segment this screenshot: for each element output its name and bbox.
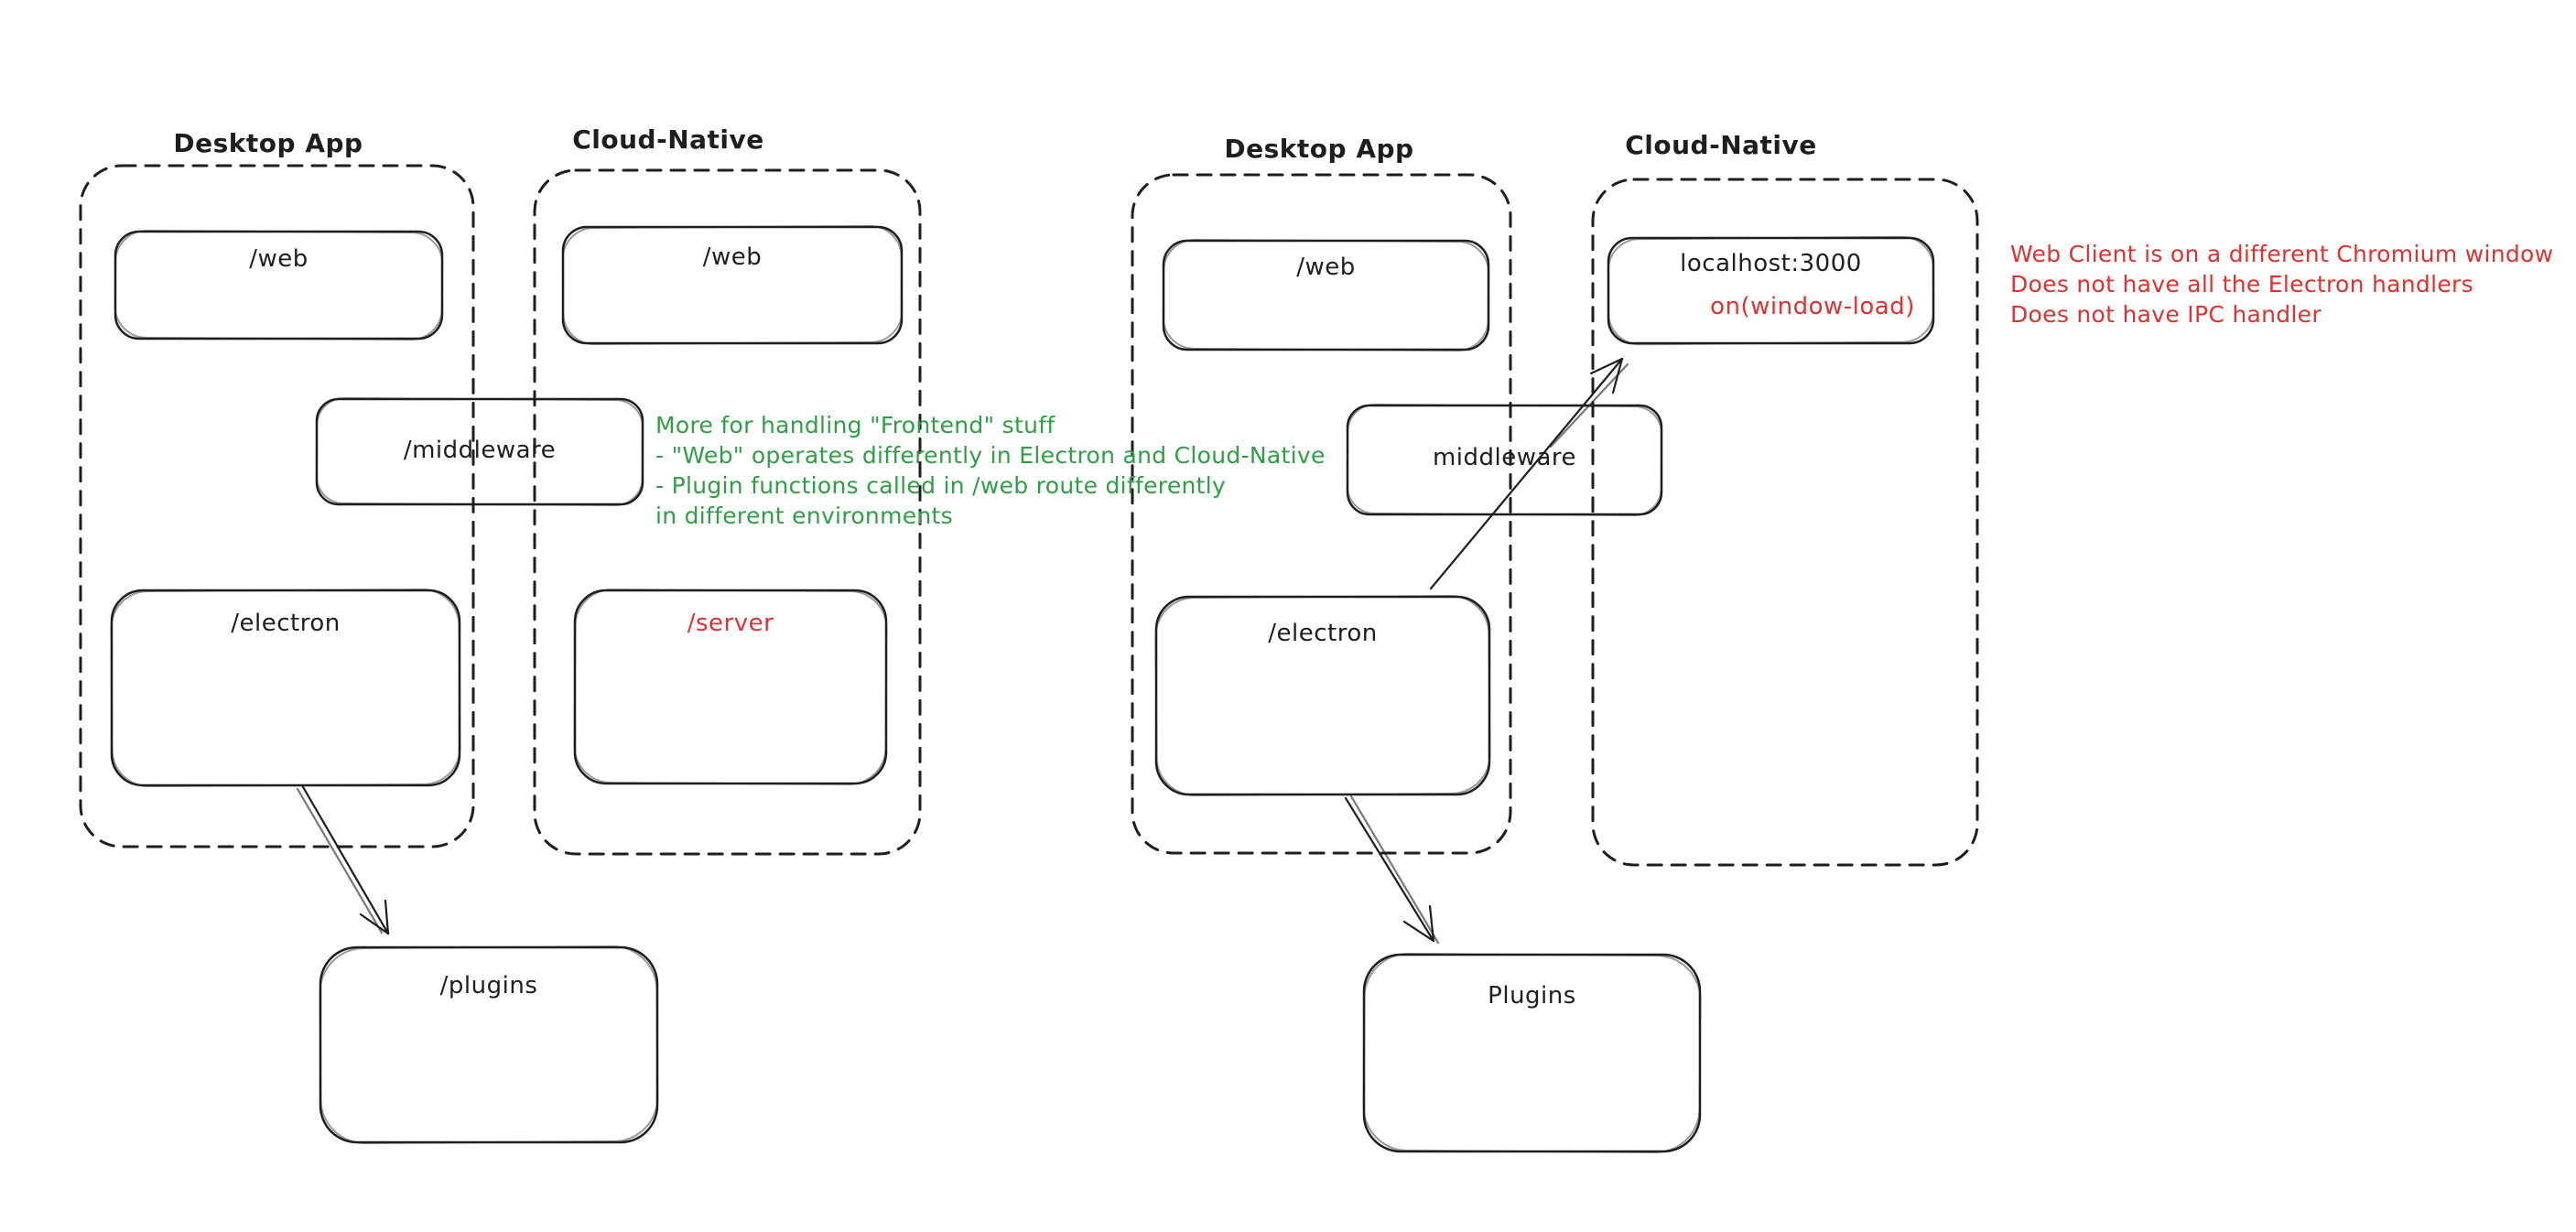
label-middleware-right: middleware [1432,444,1577,471]
box-middleware-left-echo [315,396,644,507]
box-server-left-echo [573,589,888,785]
container-desktop-app-right [1131,173,1512,855]
box-electron-right [1154,595,1491,796]
red-annotation: Web Client is on a different Chromium wi… [2010,239,2553,330]
container-cloud-native-left [533,168,922,856]
box-middleware-left [315,397,644,506]
box-electron-right-echo [1154,595,1491,796]
green-annotation: More for handling "Frontend" stuff - "We… [655,410,1326,531]
container-title-desktop-left: Desktop App [173,128,363,158]
box-plugins-left [319,946,659,1144]
label-electron-left: /electron [231,610,341,637]
container-title-desktop-right: Desktop App [1224,134,1414,164]
box-middleware-right-echo [1346,404,1663,516]
label-localhost-3000: localhost:3000 [1680,250,1862,277]
label-on-window-load: on(window-load) [1710,293,1915,320]
box-plugins-left-echo [319,946,659,1144]
label-web-desktop-left: /web [249,245,308,273]
box-server-left [573,589,888,785]
label-electron-right: /electron [1268,620,1378,647]
box-plugins-right [1362,953,1702,1153]
green-annotation-line-4: in different environments [655,503,953,529]
box-web-cloud-left-echo [561,224,904,346]
red-annotation-line-3: Does not have IPC handler [2010,301,2322,328]
box-web-desktop-left-echo [114,229,444,341]
container-title-cloud-right: Cloud-Native [1625,130,1817,160]
red-annotation-line-1: Web Client is on a different Chromium wi… [2010,241,2554,267]
green-annotation-line-3: - Plugin functions called in /web route … [655,472,1227,499]
box-plugins-right-echo [1362,953,1702,1153]
label-plugins-right: Plugins [1488,982,1576,1010]
label-server-left: /server [687,610,774,637]
label-plugins-left: /plugins [439,972,538,1000]
box-web-desktop-left [114,230,444,340]
box-web-desktop-right-echo [1162,239,1490,352]
red-annotation-line-2: Does not have all the Electron handlers [2010,271,2473,297]
container-desktop-app-left [79,164,475,848]
green-annotation-line-2: - "Web" operates differently in Electron… [655,442,1326,469]
arrow-electron-to-plugins-right [1344,794,1440,945]
container-cloud-native-right [1591,178,1979,867]
arrow-electron-to-plugins-left [296,784,390,935]
container-title-cloud-left: Cloud-Native [572,124,764,155]
green-annotation-line-1: More for handling "Frontend" stuff [655,412,1055,438]
box-localhost-3000-echo [1607,235,1935,346]
box-electron-left [110,589,461,787]
box-electron-left-echo [110,588,461,788]
label-middleware-left: /middleware [403,437,557,464]
arrow-electron-to-localhost [1429,357,1629,590]
box-middleware-right [1346,404,1663,516]
label-web-cloud-left: /web [702,243,763,271]
label-web-desktop-right: /web [1296,254,1356,281]
box-web-desktop-right [1162,239,1490,351]
box-localhost-3000 [1607,236,1935,345]
box-web-cloud-left [561,225,904,345]
